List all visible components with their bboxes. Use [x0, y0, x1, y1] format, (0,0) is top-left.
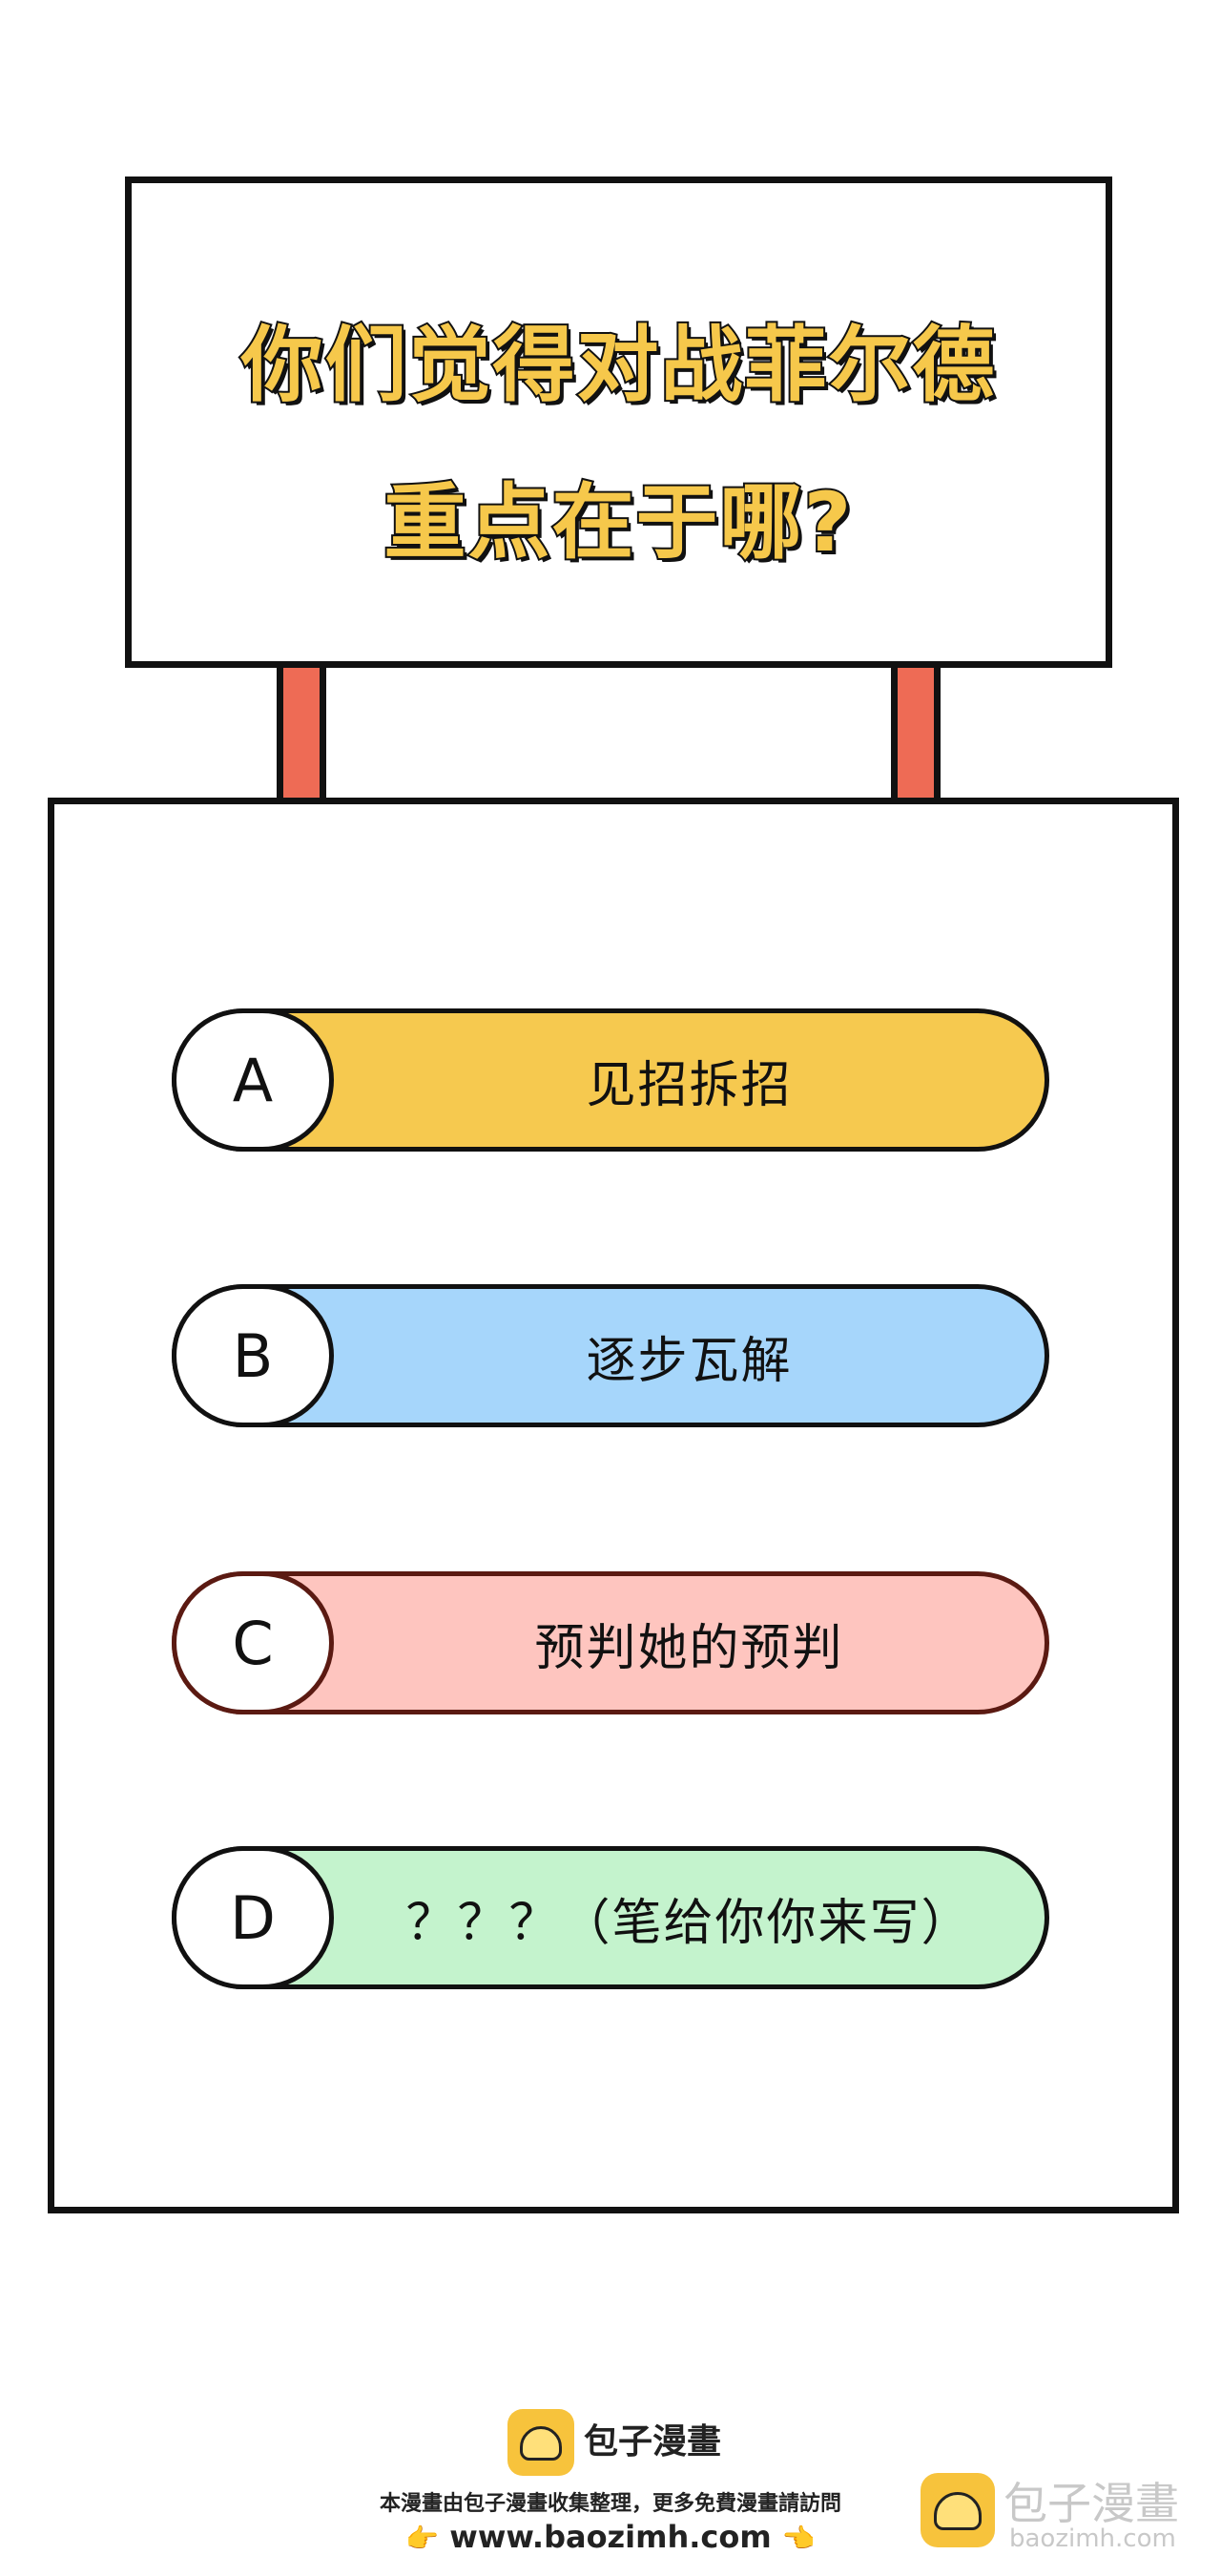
watermark-url: baozimh.com: [1009, 2524, 1176, 2553]
footer-url-line[interactable]: 👉 www.baozimh.com 👈: [0, 2519, 1221, 2555]
option-b[interactable]: B 逐步瓦解: [172, 1284, 1049, 1427]
option-a-letter: A: [172, 1008, 334, 1152]
question-line-2: 重点在于哪?: [383, 473, 854, 572]
option-b-letter: B: [172, 1284, 334, 1427]
baozi-logo-icon: [507, 2409, 574, 2476]
question-sign: 你们觉得对战菲尔德 重点在于哪?: [125, 177, 1112, 668]
option-b-text: 逐步瓦解: [586, 1332, 793, 1390]
option-a-text: 见招拆招: [586, 1056, 793, 1114]
option-c-letter: C: [172, 1571, 334, 1714]
watermark-logo-icon: [921, 2473, 995, 2547]
option-d-letter: D: [172, 1846, 334, 1989]
footer-note: 本漫畫由包子漫畫收集整理，更多免費漫畫請訪問: [379, 2492, 841, 2516]
sign-post-right: [891, 668, 941, 801]
option-a[interactable]: A 见招拆招: [172, 1008, 1049, 1152]
option-d-text: ？？？（笔给你你来写）: [405, 1894, 973, 1952]
pointing-right-icon: 👉: [405, 2523, 440, 2554]
option-d[interactable]: D ？？？（笔给你你来写）: [172, 1846, 1049, 1989]
question-line-1: 你们觉得对战菲尔德: [239, 316, 997, 415]
option-c[interactable]: C 预判她的预判: [172, 1571, 1049, 1714]
watermark-brand: 包子漫畫: [1004, 2478, 1179, 2529]
pointing-left-icon: 👈: [781, 2523, 816, 2554]
sign-post-left: [277, 668, 326, 801]
footer-url[interactable]: www.baozimh.com: [449, 2519, 772, 2555]
footer-brand: 包子漫畫: [584, 2422, 722, 2462]
option-c-text: 预判她的预判: [534, 1619, 844, 1677]
